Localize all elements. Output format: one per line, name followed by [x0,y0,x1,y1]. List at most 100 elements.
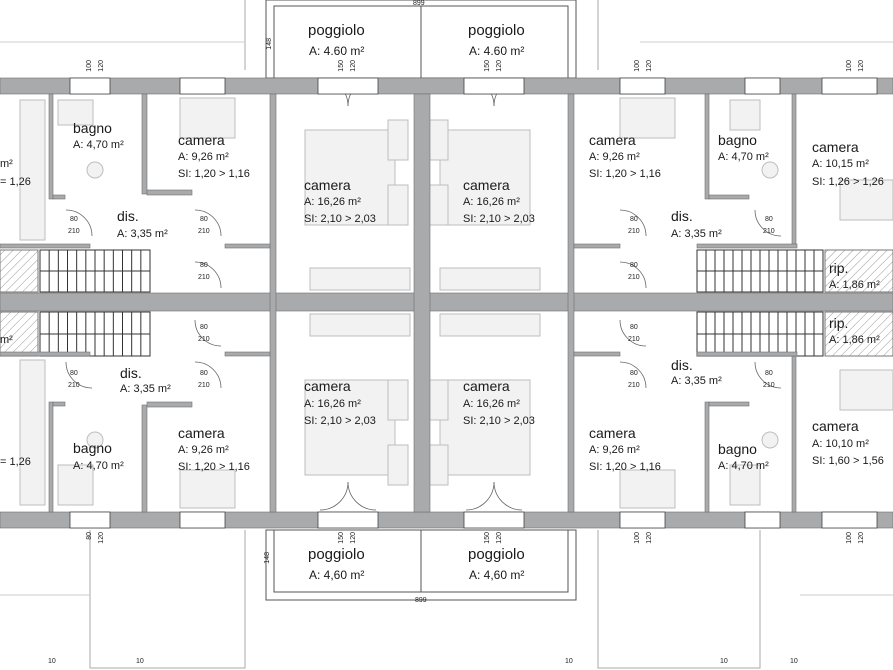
room-area-poggiolo-4: A: 4,60 m² [469,568,525,582]
room-area-camera-8: A: 9,26 m² [589,444,640,456]
windows [69,77,878,529]
dim-window-120: 120 [98,60,105,72]
room-name-poggiolo-1: poggiolo [308,22,365,39]
room-name-rip-2: rip. [829,315,849,331]
room-name-dis-1: dis. [117,208,139,224]
room-area-rip-2: A: 1,86 m² [829,334,880,346]
room-area-bagno-2: A: 4,70 m² [73,460,124,472]
room-si-fragment-1: = 1,26 [0,176,31,188]
room-area-camera-2: A: 9,26 m² [178,444,229,456]
dim-door-height: 210 [68,228,80,235]
room-si-camera-1: SI: 1,20 > 1,16 [178,168,250,180]
dim-door-height: 210 [628,382,640,389]
dim-window-150: 150 [338,532,345,544]
room-area-bagno-3: A: 4,70 m² [718,151,769,163]
furniture [19,97,893,509]
room-area-camera-6: A: 16,26 m² [463,398,520,410]
room-name-dis-2: dis. [120,365,142,381]
room-area-rip-1: A: 1,86 m² [829,279,880,291]
room-area-poggiolo-1: A: 4.60 m² [309,44,365,58]
dim-window-120: 120 [858,60,865,72]
room-area-bagno-4: A: 4,70 m² [718,460,769,472]
dim-door-width: 80 [630,370,638,377]
dim-window-150: 150 [338,60,345,72]
dim-bottom-10: 10 [136,658,144,665]
room-si-fragment-2: = 1,26 [0,456,31,468]
dim-window-120: 120 [496,532,503,544]
room-name-poggiolo-2: poggiolo [468,22,525,39]
dim-balcony-depth-top: 148 [266,38,273,50]
dim-window-100: 100 [846,532,853,544]
staircases [39,249,824,357]
dim-window-100: 100 [634,532,641,544]
room-area-dis-3: A: 3,35 m² [671,228,722,240]
dim-door-width: 80 [200,262,208,269]
room-area-poggiolo-3: A: 4,60 m² [309,568,365,582]
dim-window-100: 100 [846,60,853,72]
room-name-bagno-2: bagno [73,440,112,456]
dim-bottom-10: 10 [48,658,56,665]
room-si-camera-2: SI: 1,20 > 1,16 [178,461,250,473]
dim-door-width: 80 [765,216,773,223]
room-name-camera-3: camera [304,177,351,193]
dim-door-height: 210 [628,274,640,281]
dim-bottom-10: 10 [720,658,728,665]
room-area-bagno-1: A: 4,70 m² [73,139,124,151]
room-name-bagno-1: bagno [73,120,112,136]
room-si-camera-10: SI: 1,60 > 1,56 [812,455,884,467]
dim-balcony-depth-bottom: 148 [264,552,271,564]
room-name-camera-8: camera [589,425,636,441]
room-si-camera-7: SI: 1,20 > 1,16 [589,168,661,180]
room-si-camera-4: SI: 2,10 > 2,03 [463,213,535,225]
dim-window-150: 150 [484,532,491,544]
room-name-camera-4: camera [463,177,510,193]
dim-door-height: 210 [198,336,210,343]
dim-bottom-10: 10 [565,658,573,665]
room-name-rip-1: rip. [829,260,849,276]
dim-door-height: 210 [198,228,210,235]
dim-door-width: 80 [200,324,208,331]
dim-bottom-10: 10 [790,658,798,665]
room-name-poggiolo-3: poggiolo [308,546,365,563]
room-name-dis-3: dis. [671,208,693,224]
room-si-camera-6: SI: 2,10 > 2,03 [463,415,535,427]
room-area-dis-2: A: 3,35 m² [120,383,171,395]
dim-window-100: 100 [634,60,641,72]
dim-balcony-width-top: 899 [413,0,425,7]
dim-window-80: 80 [86,532,93,540]
dim-window-120: 120 [646,532,653,544]
room-name-camera-9: camera [812,139,859,155]
room-area-poggiolo-2: A: 4.60 m² [469,44,525,58]
dim-window-120: 120 [646,60,653,72]
room-name-camera-2: camera [178,425,225,441]
dim-door-width: 80 [200,370,208,377]
room-area-dis-1: A: 3,35 m² [117,228,168,240]
dim-balcony-width-bottom: 899 [415,597,427,604]
room-si-camera-5: SI: 2,10 > 2,03 [304,415,376,427]
room-name-camera-10: camera [812,418,859,434]
room-name-camera-5: camera [304,378,351,394]
room-si-camera-9: SI: 1,26 > 1,26 [812,176,884,188]
room-name-dis-4: dis. [671,357,693,373]
dim-door-width: 80 [200,216,208,223]
dim-door-width: 80 [630,262,638,269]
room-area-camera-3: A: 16,26 m² [304,196,361,208]
room-area-fragment-1: m² [0,158,13,170]
dim-door-width: 80 [70,370,78,377]
dim-door-width: 80 [630,324,638,331]
room-area-camera-7: A: 9,26 m² [589,151,640,163]
dim-window-120: 120 [858,532,865,544]
room-area-camera-1: A: 9,26 m² [178,151,229,163]
room-area-camera-4: A: 16,26 m² [463,196,520,208]
room-si-camera-3: SI: 2,10 > 2,03 [304,213,376,225]
dim-window-120: 120 [98,532,105,544]
room-name-poggiolo-4: poggiolo [468,546,525,563]
room-name-bagno-4: bagno [718,441,757,457]
dim-door-width: 80 [765,370,773,377]
room-area-camera-10: A: 10,10 m² [812,438,869,450]
dim-window-100: 100 [86,60,93,72]
room-name-camera-1: camera [178,132,225,148]
dim-door-width: 80 [630,216,638,223]
